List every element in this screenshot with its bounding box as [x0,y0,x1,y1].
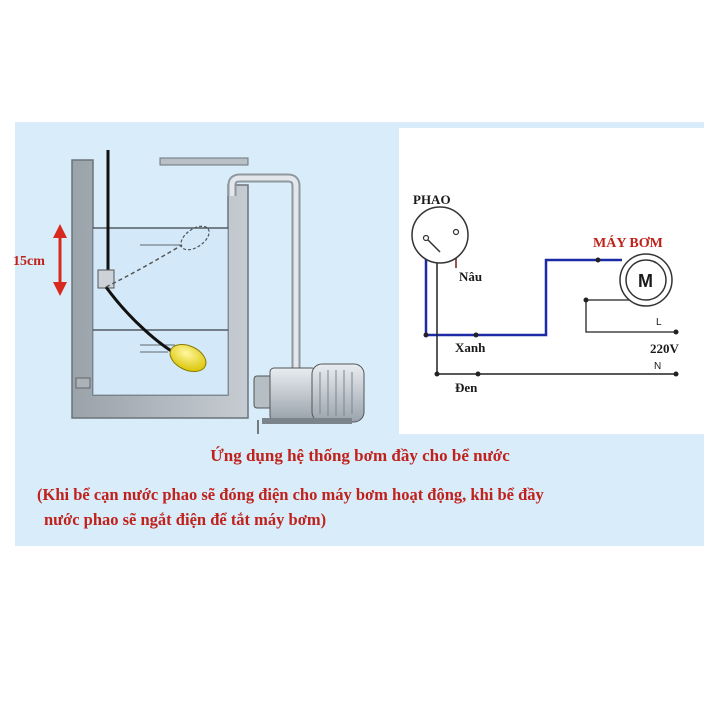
float-ball-ghost [180,225,210,251]
black-wire-label: Đen [455,380,478,395]
float-switch-label: PHAO [413,192,451,207]
level-label: 15cm [13,254,45,269]
wiring-lines [423,236,679,377]
motor-symbol [619,253,673,307]
caption-note-line-2: nước phao sẽ ngắt điện để tắt máy bơm) [44,510,327,529]
terminal-l-label: L [656,317,662,328]
float-switch [97,150,210,373]
blue-wire-label: Xanh [455,340,486,355]
voltage-label: 220V [650,341,680,356]
motor-letter: M [638,271,653,291]
brown-wire-label: Nâu [459,269,482,284]
float-switch-symbol [411,206,469,264]
pump-pipe [75,173,301,389]
water-pump [253,363,365,434]
wire-l [585,299,676,333]
float-ball [169,343,207,373]
level-arrow [53,224,67,296]
caption-title: Ứng dụng hệ thống bơm đầy cho bể nước [210,446,510,465]
caption-note-line-1: (Khi bể cạn nước phao sẽ đóng điện cho m… [37,485,544,504]
wire-blue [424,240,622,337]
pump-label: MÁY BƠM [593,234,663,251]
terminal-n-label: N [654,361,661,372]
